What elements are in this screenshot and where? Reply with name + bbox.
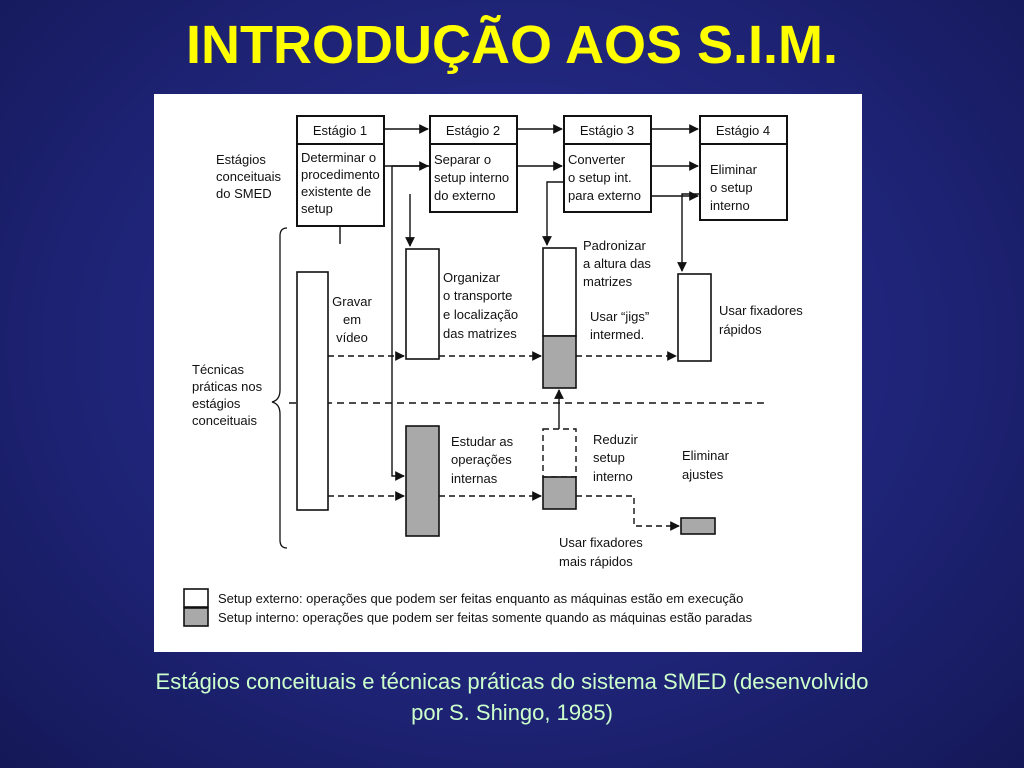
stage-3-text-3: para externo [568, 188, 641, 203]
svg-text:conceituais: conceituais [192, 413, 258, 428]
stage-1-text-3: existente de [301, 184, 371, 199]
svg-text:das matrizes: das matrizes [443, 326, 517, 341]
box-reduzir [542, 428, 577, 478]
svg-text:Usar “jigs”: Usar “jigs” [590, 309, 649, 324]
box-reduzir-internal [542, 476, 577, 510]
connectors [339, 161, 700, 481]
legend: Setup externo: operações que podem ser f… [183, 588, 753, 627]
smed-diagram-svg: Estágio 1 Determinar o procedimento exis… [183, 115, 803, 627]
svg-text:Técnicas: Técnicas [192, 362, 245, 377]
svg-text:e localização: e localização [443, 307, 518, 322]
svg-text:Padronizar: Padronizar [583, 238, 647, 253]
stage-2-text-1: Separar o [434, 152, 491, 167]
svg-text:Estudar as: Estudar as [451, 434, 514, 449]
stage-1: Estágio 1 Determinar o procedimento exis… [296, 115, 385, 227]
label-eliminar-ajustes: Eliminar ajustes [682, 448, 730, 482]
svg-text:operações: operações [451, 452, 512, 467]
svg-text:intermed.: intermed. [590, 327, 644, 342]
dashed-flows [328, 351, 680, 531]
stage-3-text-2: o setup int. [568, 170, 632, 185]
svg-text:Usar fixadores: Usar fixadores [719, 303, 803, 318]
svg-text:Usar fixadores: Usar fixadores [559, 535, 643, 550]
svg-text:matrizes: matrizes [583, 274, 633, 289]
svg-text:vídeo: vídeo [336, 330, 368, 345]
svg-text:do SMED: do SMED [216, 186, 272, 201]
stage-4-label: Estágio 4 [716, 123, 770, 138]
svg-text:estágios: estágios [192, 396, 241, 411]
stage-4: Estágio 4 Eliminar o setup interno [699, 115, 788, 221]
slide-title: INTRODUÇÃO AOS S.I.M. [185, 15, 838, 75]
label-usar-jigs: Usar “jigs” intermed. [590, 309, 649, 342]
stage-1-label: Estágio 1 [313, 123, 367, 138]
stage-2-label: Estágio 2 [446, 123, 500, 138]
figure-caption: Estágios conceituais e técnicas práticas… [20, 666, 1004, 728]
legend-internal-swatch [183, 607, 209, 627]
box-fixadores [677, 273, 712, 362]
svg-text:ajustes: ajustes [682, 467, 724, 482]
box-eliminar-ajustes [680, 517, 716, 535]
box-jigs [542, 335, 577, 389]
stage-2-text-2: setup interno [434, 170, 509, 185]
legend-external-swatch [183, 588, 209, 608]
stage-1-text-2: procedimento [301, 167, 380, 182]
stage-1-text-1: Determinar o [301, 150, 376, 165]
caption-line-2: por S. Shingo, 1985) [411, 700, 613, 725]
label-usar-fixadores-rapidos: Usar fixadores rápidos [719, 303, 803, 337]
label-usar-fixadores-mais: Usar fixadores mais rápidos [559, 535, 643, 569]
label-estudar: Estudar as operações internas [451, 434, 514, 486]
label-organizar: Organizar o transporte e localização das… [443, 270, 518, 341]
svg-text:conceituais: conceituais [216, 169, 282, 184]
svg-text:interno: interno [593, 469, 633, 484]
stage-1-text-4: setup [301, 201, 333, 216]
svg-text:a altura das: a altura das [583, 256, 651, 271]
svg-text:Estágios: Estágios [216, 152, 266, 167]
label-reduzir: Reduzir setup interno [593, 432, 638, 484]
svg-text:Gravar: Gravar [332, 294, 372, 309]
legend-external-text: Setup externo: operações que podem ser f… [218, 591, 743, 606]
svg-text:setup: setup [593, 450, 625, 465]
svg-text:práticas nos: práticas nos [192, 379, 263, 394]
stage-4-text-3: interno [710, 198, 750, 213]
svg-text:Eliminar: Eliminar [682, 448, 730, 463]
stage-3-text-1: Converter [568, 152, 626, 167]
stage-4-text-2: o setup [710, 180, 753, 195]
box-estudar [405, 425, 440, 537]
svg-text:internas: internas [451, 471, 498, 486]
stage-3: Estágio 3 Converter o setup int. para ex… [563, 115, 652, 213]
box-padronizar [542, 247, 577, 337]
svg-text:em: em [343, 312, 361, 327]
caption-line-1: Estágios conceituais e técnicas práticas… [155, 669, 869, 694]
stage-2-text-3: do externo [434, 188, 495, 203]
left-label-conceptual: Estágios conceituais do SMED [216, 152, 282, 201]
label-padronizar: Padronizar a altura das matrizes [583, 238, 651, 289]
legend-internal-text: Setup interno: operações que podem ser f… [218, 610, 753, 625]
box-gravar [296, 271, 329, 511]
left-brace [271, 227, 288, 549]
svg-text:o transporte: o transporte [443, 288, 512, 303]
svg-text:Organizar: Organizar [443, 270, 501, 285]
svg-text:rápidos: rápidos [719, 322, 762, 337]
label-gravar: Gravar em vídeo [332, 294, 372, 345]
smed-diagram: Estágio 1 Determinar o procedimento exis… [154, 94, 862, 652]
box-organizar [405, 248, 440, 360]
svg-text:Reduzir: Reduzir [593, 432, 638, 447]
left-label-practical: Técnicas práticas nos estágios conceitua… [192, 362, 263, 428]
stage-4-text-1: Eliminar [710, 162, 758, 177]
svg-text:mais rápidos: mais rápidos [559, 554, 633, 569]
stage-3-label: Estágio 3 [580, 123, 634, 138]
stage-2: Estágio 2 Separar o setup interno do ext… [429, 115, 518, 213]
